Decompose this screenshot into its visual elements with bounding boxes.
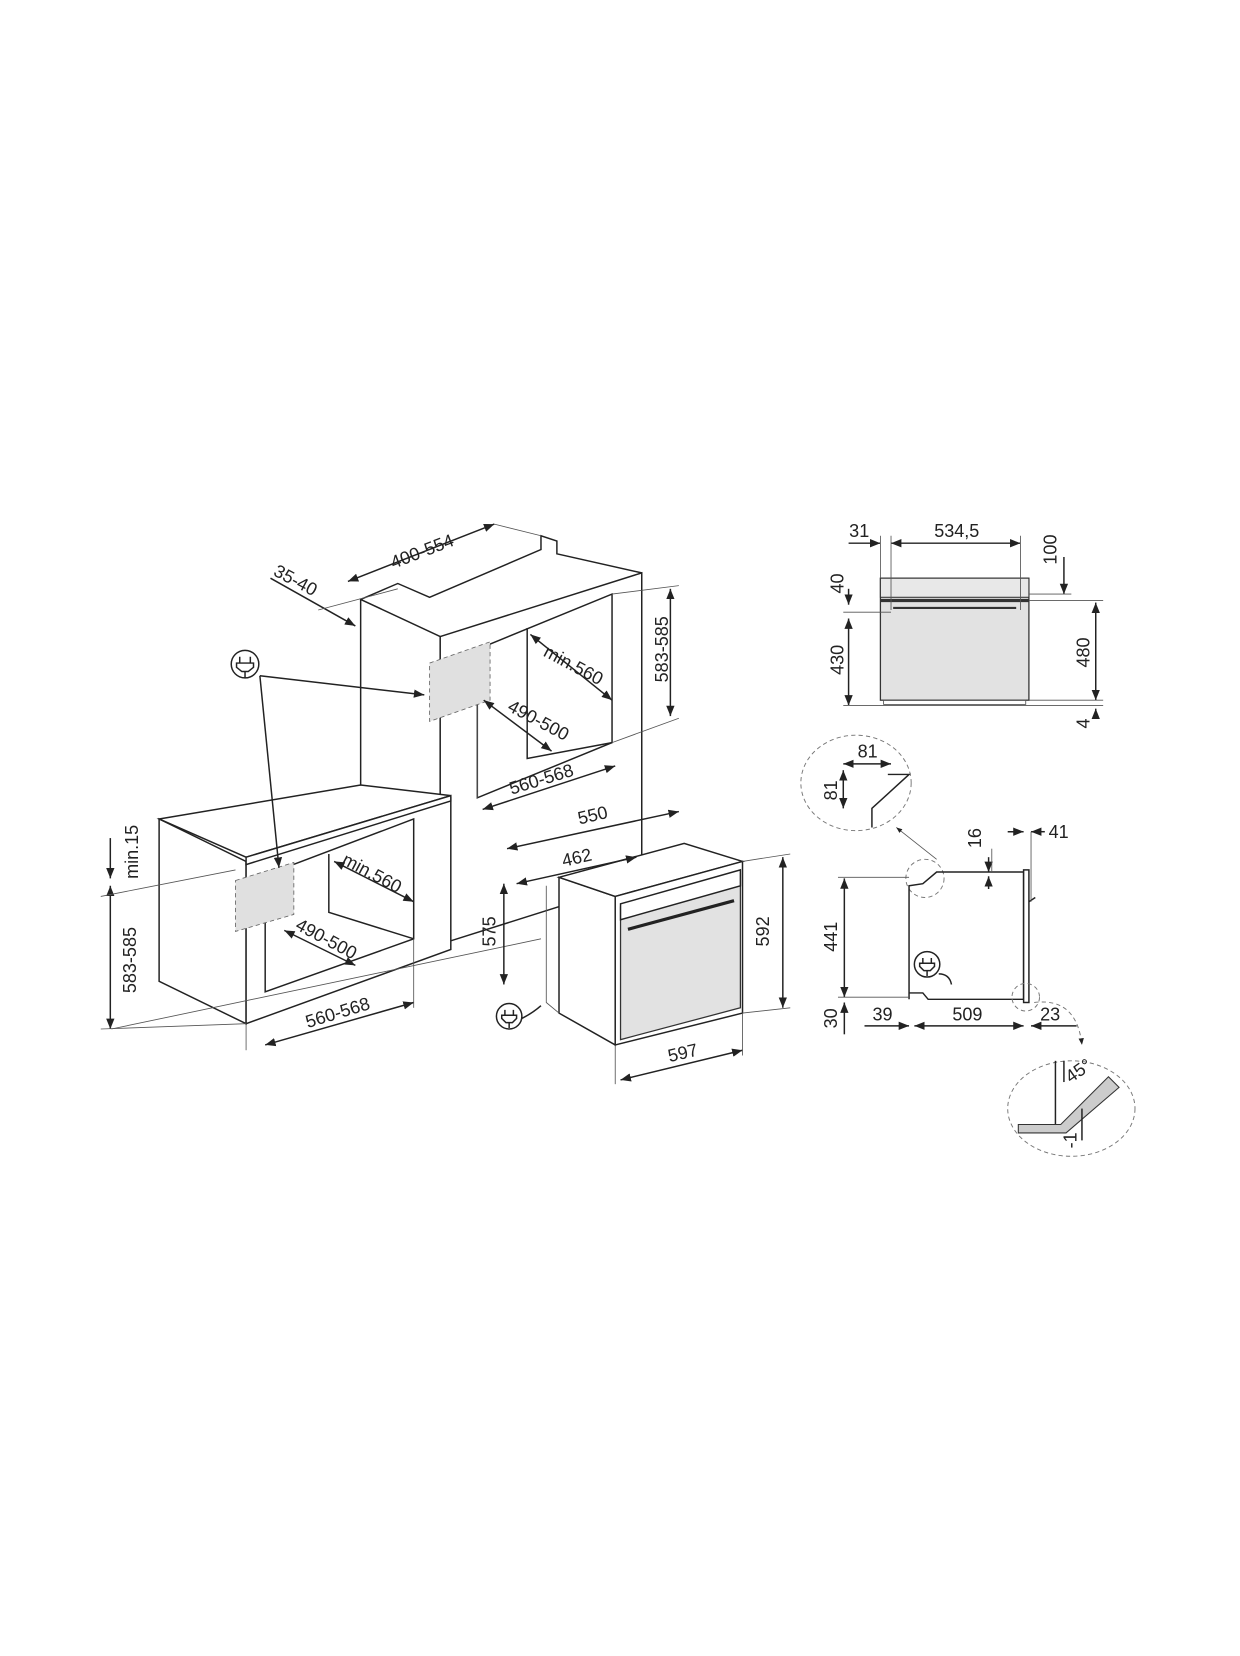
dim-front-left-offset: 31 xyxy=(849,521,869,541)
socket-zone-base xyxy=(235,861,295,932)
dim-front-panel-height: 40 xyxy=(827,573,847,593)
dim-step: -1 xyxy=(1061,1132,1081,1148)
dim-oven-body-height: 575 xyxy=(479,916,499,946)
dim-front-handle-width: 534,5 xyxy=(934,521,979,541)
dim-base-clearance: min.15 xyxy=(122,825,142,879)
dim-front-top-offset: 100 xyxy=(1040,535,1060,565)
dim-chamfer-h: 81 xyxy=(821,780,841,800)
dim-side-body-height: 441 xyxy=(821,922,841,952)
dim-tall-height: 583-585 xyxy=(652,616,672,682)
dim-chamfer-w: 81 xyxy=(858,741,878,761)
dim-front-offset: 23 xyxy=(1040,1005,1060,1025)
power-plug-callout xyxy=(230,649,425,868)
dim-gap-range: 35-40 xyxy=(271,561,321,600)
dim-front-total-height: 480 xyxy=(1073,637,1093,667)
dimensions-left xyxy=(100,523,680,1051)
dim-top-gap: 16 xyxy=(965,828,985,848)
base-cabinet xyxy=(156,784,452,1025)
dim-side-base-height: 30 xyxy=(821,1008,841,1028)
dim-base-height: 583-585 xyxy=(120,927,140,993)
dimensions-oven xyxy=(499,809,791,1085)
dim-depth-range: 400-554 xyxy=(388,530,457,572)
dim-oven-front-height: 592 xyxy=(753,916,773,946)
dim-side-body-depth: 509 xyxy=(952,1005,982,1025)
oven-front-view xyxy=(843,535,1104,720)
dim-door-depth: 41 xyxy=(1049,822,1069,842)
dim-front-bottom-gap: 4 xyxy=(1073,719,1093,729)
dim-front-door-height: 430 xyxy=(827,645,847,675)
dim-back-offset: 39 xyxy=(873,1005,893,1025)
oven-side-view xyxy=(800,734,1136,1157)
dim-angle: 45° xyxy=(1062,1055,1096,1087)
